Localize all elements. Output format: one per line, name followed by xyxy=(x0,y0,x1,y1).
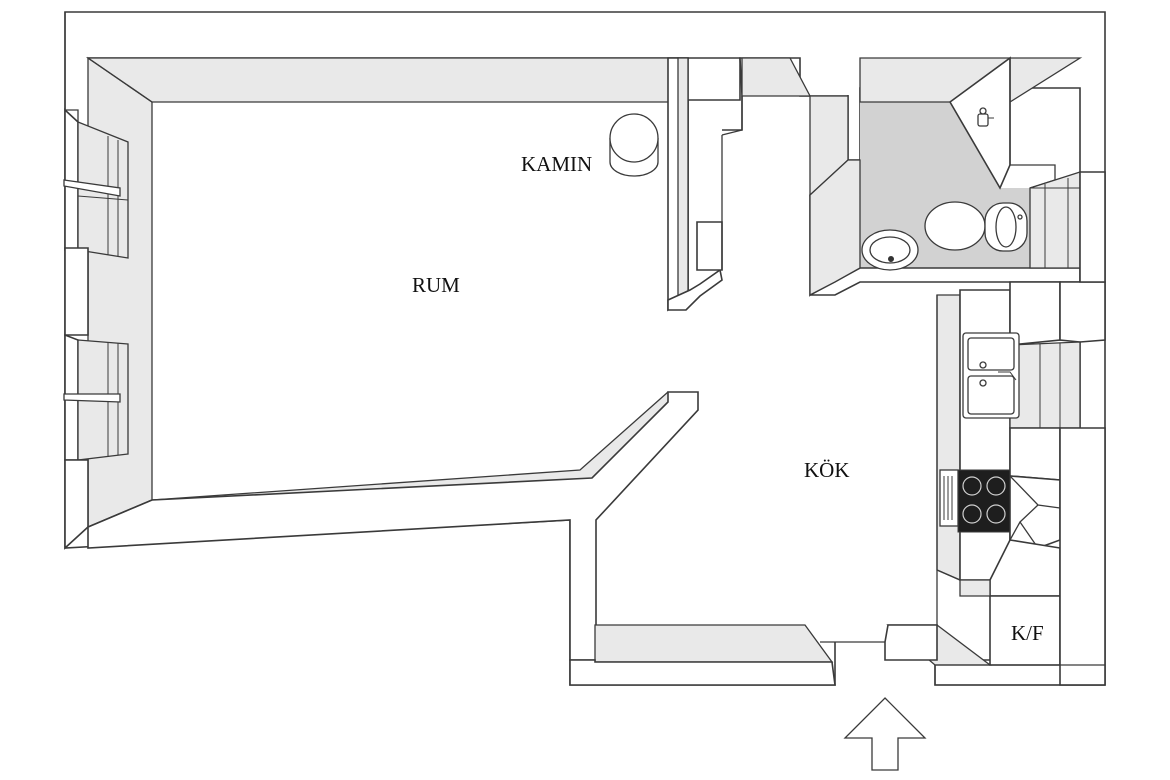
top-wall-face xyxy=(85,57,679,103)
bathroom-left-wall xyxy=(809,159,861,297)
partition-step xyxy=(667,268,723,311)
entrance-arrow-icon xyxy=(843,697,927,771)
bathroom-niche xyxy=(1029,171,1081,269)
window-kitchen xyxy=(1009,341,1081,429)
closet-block xyxy=(696,221,723,271)
feature-label-kamin: KAMIN xyxy=(521,152,592,176)
room-label-rum: RUM xyxy=(412,273,460,297)
stove-icon xyxy=(939,469,1011,533)
bottom-left-wall-face xyxy=(594,624,834,663)
bottom-left-wall-top xyxy=(569,659,836,686)
kitchen-wall-face xyxy=(936,294,961,581)
fireplace-icon xyxy=(609,113,659,177)
washbasin-icon xyxy=(861,229,919,271)
partition-wall-face xyxy=(677,57,689,302)
window-lower xyxy=(63,333,129,461)
hood-block xyxy=(1009,475,1061,549)
diagonal-wall-top xyxy=(87,391,699,661)
room-label-kok: KÖK xyxy=(804,458,850,482)
rum-floor xyxy=(152,102,937,660)
toilet-icon xyxy=(924,201,1028,252)
right-wall-upper xyxy=(1079,171,1106,283)
kf-block-face xyxy=(959,579,991,597)
bottom-right-wall-top xyxy=(884,624,938,661)
left-wall-pier xyxy=(64,247,89,336)
right-wall-lower xyxy=(1059,427,1106,686)
kitchen-sink-icon xyxy=(962,332,1020,419)
wall-lamp-icon xyxy=(977,107,994,127)
counter-lower-cabinet xyxy=(1009,427,1061,481)
counter-wall-right xyxy=(1059,281,1106,343)
room-label-kf: K/F xyxy=(1011,621,1044,645)
